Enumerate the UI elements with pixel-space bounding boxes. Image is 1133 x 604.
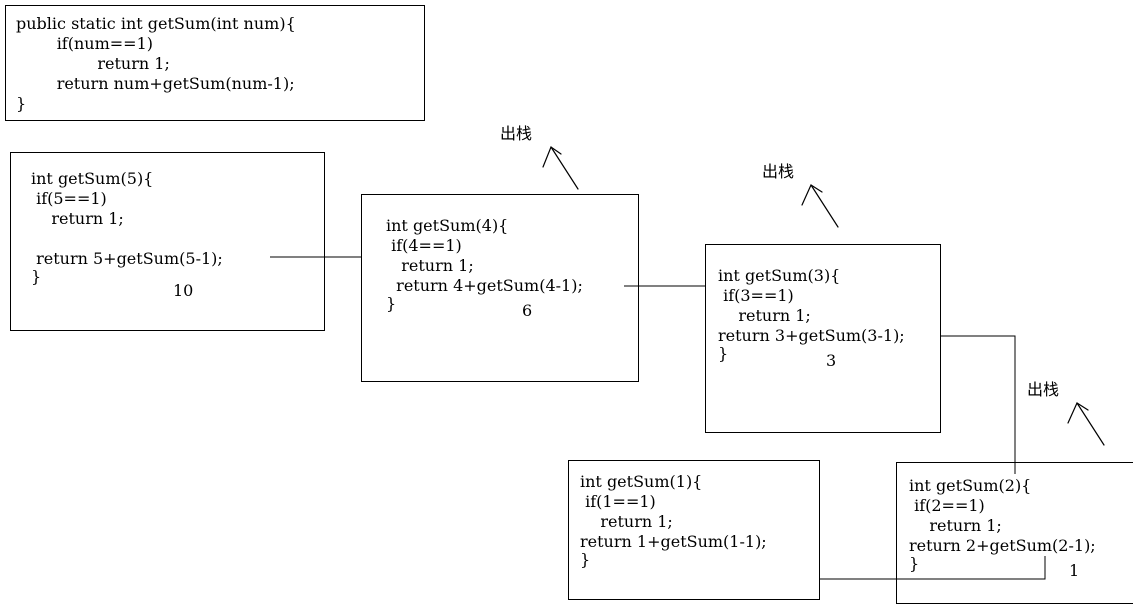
code-line: } <box>16 94 27 113</box>
frame-code-line: int getSum(4){ <box>386 216 509 235</box>
frame-code-line: return 5+getSum(5-1); <box>31 249 223 268</box>
pop-arrow-icon <box>1076 402 1105 446</box>
stack-frame-getsum-3: int getSum(3){ if(3==1) return 1; return… <box>705 244 941 433</box>
stack-frame-getsum-1: int getSum(1){ if(1==1) return 1; return… <box>568 460 820 600</box>
frame-code-line: return 1; <box>718 306 811 325</box>
frame-code-line: if(4==1) <box>386 236 462 255</box>
source-code-box: public static int getSum(int num){ if(nu… <box>5 5 425 121</box>
frame-code-line: int getSum(2){ <box>909 476 1032 495</box>
pop-arrow-icon <box>801 184 823 206</box>
frame-result-value: 3 <box>826 351 837 370</box>
frame-code-line: } <box>31 267 42 286</box>
frame-code-line: } <box>580 550 591 569</box>
code-line: public static int getSum(int num){ <box>16 14 296 33</box>
pop-arrow-icon <box>810 184 839 228</box>
code-line: return num+getSum(num-1); <box>16 74 295 93</box>
frame-result-value: 1 <box>1069 561 1080 580</box>
pop-label: 出栈 <box>762 162 795 181</box>
frame-code-line: if(5==1) <box>31 189 107 208</box>
frame-code-line: int getSum(1){ <box>580 472 703 491</box>
stack-frame-getsum-4: int getSum(4){ if(4==1) return 1; return… <box>361 194 639 382</box>
frame-code-line: return 3+getSum(3-1); <box>718 326 905 345</box>
pop-label: 出栈 <box>1027 380 1060 399</box>
frame-code-line: if(2==1) <box>909 496 985 515</box>
call-connector <box>940 335 1016 474</box>
frame-code-line: return 1; <box>31 209 124 228</box>
frame-code-line: if(1==1) <box>580 492 656 511</box>
pop-arrow-icon <box>550 146 579 190</box>
pop-label: 出栈 <box>500 124 533 143</box>
frame-result-value: 6 <box>522 301 533 320</box>
code-line: if(num==1) <box>16 34 153 53</box>
frame-code-line: return 1; <box>580 512 673 531</box>
frame-code-line: } <box>718 344 729 363</box>
frame-code-line: return 1+getSum(1-1); <box>580 532 767 551</box>
frame-code-line: if(3==1) <box>718 286 794 305</box>
code-line: return 1; <box>16 54 170 73</box>
frame-code-line: int getSum(5){ <box>31 169 154 188</box>
frame-code-line: return 2+getSum(2-1); <box>909 536 1096 555</box>
frame-code-line: return 1; <box>386 256 474 275</box>
frame-code-line: } <box>909 554 920 573</box>
frame-code-line: } <box>386 294 397 313</box>
stack-frame-getsum-5: int getSum(5){ if(5==1) return 1; return… <box>10 152 325 331</box>
stack-frame-getsum-2: int getSum(2){ if(2==1) return 1; return… <box>896 462 1133 604</box>
frame-code-line: return 4+getSum(4-1); <box>386 276 583 295</box>
pop-arrow-icon <box>1067 402 1089 424</box>
frame-code-line: int getSum(3){ <box>718 266 841 285</box>
pop-arrow-icon <box>542 146 562 168</box>
frame-result-value: 10 <box>173 281 194 300</box>
frame-code-line: return 1; <box>909 516 1002 535</box>
